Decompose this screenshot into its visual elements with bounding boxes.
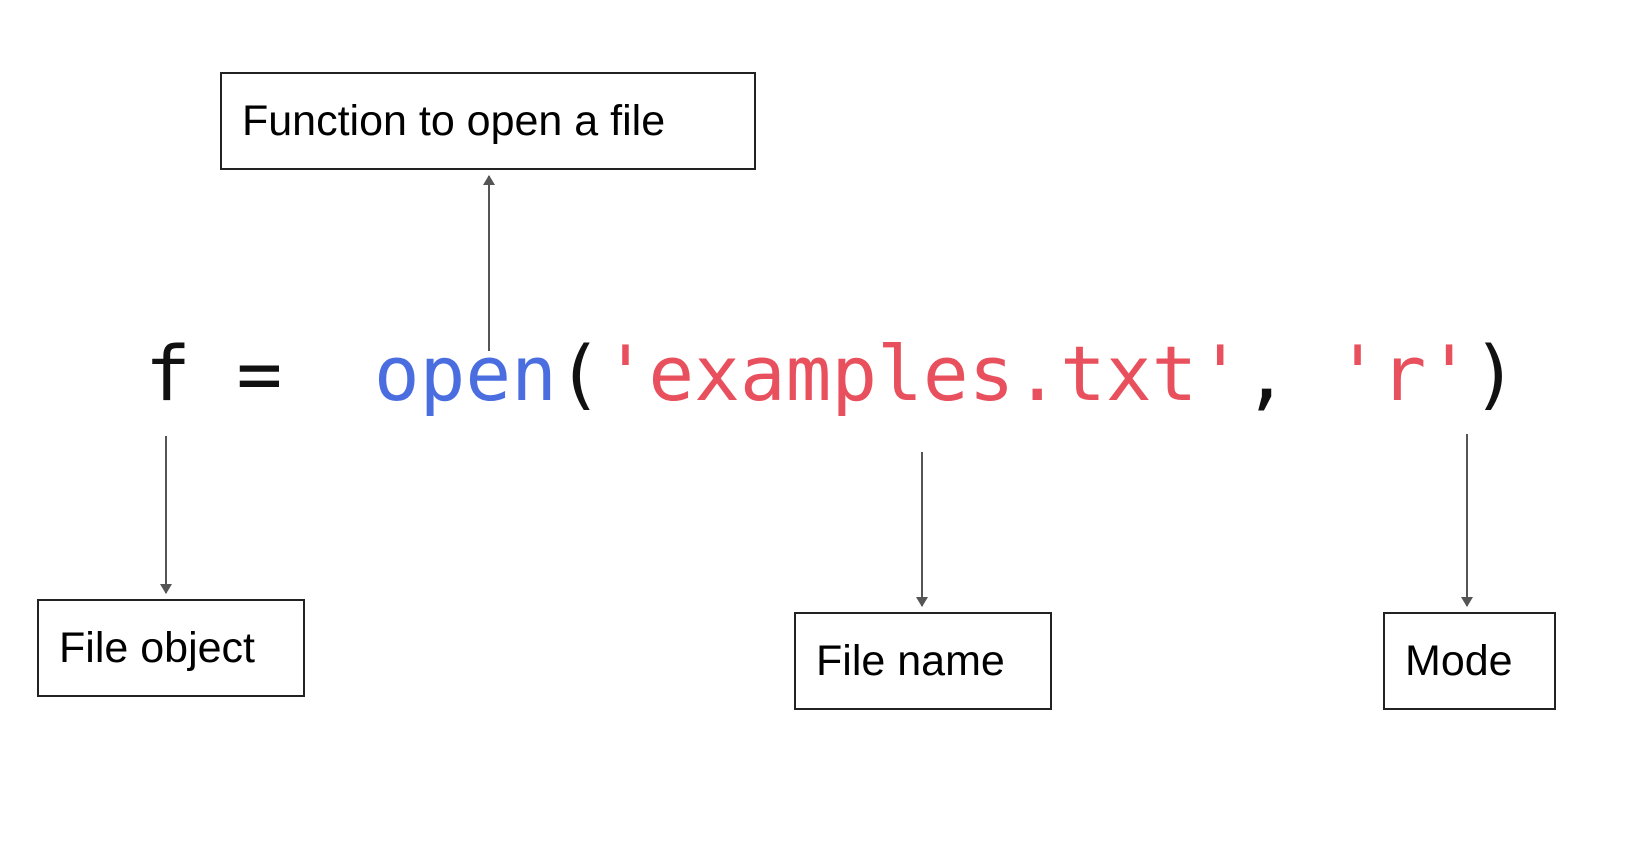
code-mode-arg: 'r' bbox=[1334, 329, 1472, 418]
code-line: f = open('examples.txt', 'r') bbox=[145, 336, 1518, 412]
mode-label: Mode bbox=[1405, 636, 1513, 685]
function-label: Function to open a file bbox=[242, 96, 666, 145]
file-object-label: File object bbox=[59, 623, 255, 672]
code-variable: f bbox=[145, 329, 191, 418]
file-object-label-box: File object bbox=[37, 599, 305, 697]
code-paren-close: ) bbox=[1472, 329, 1518, 418]
code-filename-arg: 'examples.txt' bbox=[602, 329, 1244, 418]
code-assign: = bbox=[190, 329, 329, 418]
code-comma: , bbox=[1243, 329, 1335, 418]
mode-label-box: Mode bbox=[1383, 612, 1556, 710]
function-label-box: Function to open a file bbox=[220, 72, 756, 170]
code-function: open bbox=[373, 329, 557, 418]
code-paren-open: ( bbox=[556, 329, 603, 418]
file-name-label-box: File name bbox=[794, 612, 1052, 710]
file-name-label: File name bbox=[816, 636, 1005, 685]
